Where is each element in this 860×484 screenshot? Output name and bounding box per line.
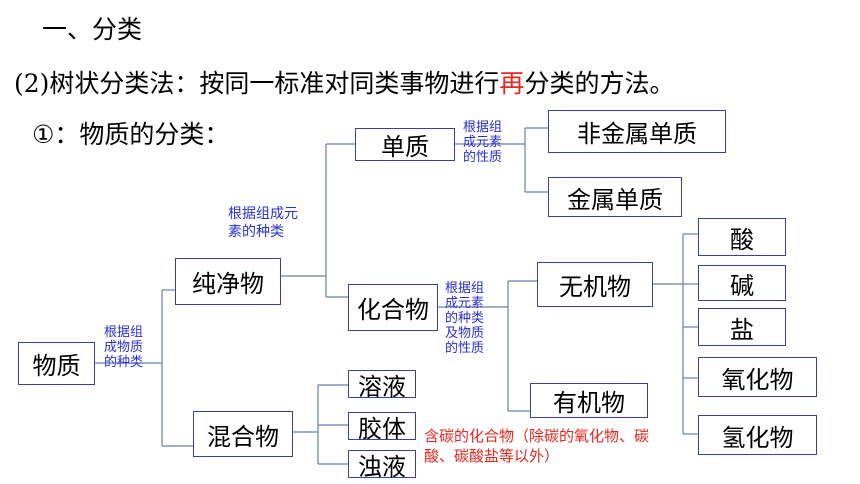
note-line: 的性质 bbox=[463, 150, 503, 165]
note-line: 根据组成元 bbox=[228, 206, 298, 222]
note-line: 根据组 bbox=[104, 325, 144, 340]
note-line: 含碳的化合物（除碳的氧化物、碳 bbox=[424, 427, 650, 445]
node-huahewu: 化合物 bbox=[348, 284, 438, 331]
node-zhuoye: 浊液 bbox=[348, 450, 416, 481]
note-line: 及物质 bbox=[445, 326, 485, 341]
node-suan: 酸 bbox=[698, 218, 786, 256]
note-by-composition-type: 根据组 成物质 的种类 bbox=[104, 325, 143, 370]
node-jian: 碱 bbox=[698, 265, 786, 301]
heading-tree-classification: (2)树状分类法：按同一标准对同类事物进行再分类的方法。 bbox=[14, 64, 674, 100]
node-danzhi: 单质 bbox=[355, 128, 455, 161]
node-hunhewu: 混合物 bbox=[193, 411, 293, 457]
node-jinshu: 金属单质 bbox=[548, 177, 682, 217]
note-line: 素的种类 bbox=[228, 224, 284, 240]
note-by-element-type-and-property: 根据组 成元素 的种类 及物质 的性质 bbox=[445, 281, 484, 356]
note-organic-definition: 含碳的化合物（除碳的氧化物、碳 酸、碳酸盐等以外） bbox=[424, 426, 649, 466]
note-line: 根据组 bbox=[463, 120, 503, 135]
heading-substance-classification: ①：物质的分类： bbox=[32, 120, 230, 149]
note-by-element-type: 根据组成元 素的种类 bbox=[228, 205, 298, 241]
note-line: 成元素 bbox=[463, 135, 503, 150]
node-jiaoti: 胶体 bbox=[348, 412, 416, 443]
node-rongye: 溶液 bbox=[348, 370, 416, 401]
note-line: 根据组 bbox=[445, 281, 485, 296]
heading-tree-suffix: 分类的方法。 bbox=[524, 69, 675, 98]
node-chunjingwu: 纯净物 bbox=[175, 258, 281, 305]
node-yan: 盐 bbox=[698, 308, 786, 346]
note-line: 的种类 bbox=[104, 355, 144, 370]
note-line: 成元素 bbox=[445, 296, 485, 311]
heading-tree-prefix: (2)树状分类法：按同一标准对同类事物进行 bbox=[14, 69, 500, 98]
note-line: 的性质 bbox=[445, 341, 485, 356]
note-by-element-property: 根据组 成元素 的性质 bbox=[463, 120, 502, 165]
heading-classification: 一、分类 bbox=[42, 15, 143, 44]
note-line: 酸、碳酸盐等以外） bbox=[424, 447, 560, 465]
node-yanghuawu: 氧化物 bbox=[698, 357, 817, 397]
heading-tree-highlight: 再 bbox=[499, 69, 525, 98]
note-line: 的种类 bbox=[445, 311, 485, 326]
node-wuzhi: 物质 bbox=[18, 342, 95, 385]
node-qinghuawu: 氢化物 bbox=[698, 415, 817, 455]
note-line: 成物质 bbox=[104, 340, 144, 355]
node-feijinshu: 非金属单质 bbox=[548, 110, 726, 153]
node-youjiwu: 有机物 bbox=[530, 383, 648, 418]
node-wujiwu: 无机物 bbox=[537, 262, 653, 307]
